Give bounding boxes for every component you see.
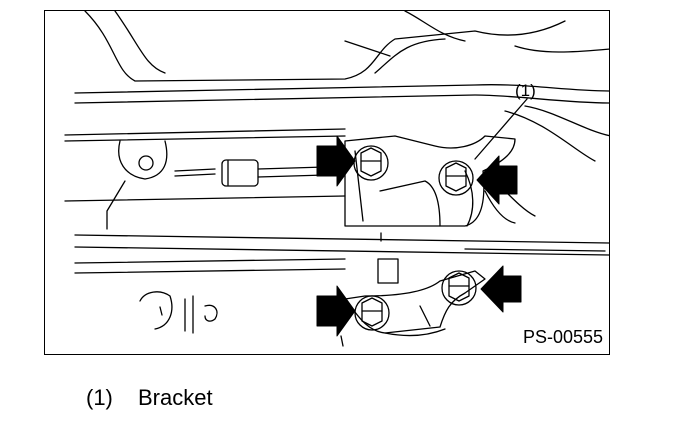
legend-item: (1) Bracket [86, 385, 213, 411]
arrow-upper-right-icon [476, 155, 518, 205]
upper-left-components [64, 128, 346, 230]
arrows [316, 135, 522, 337]
bolt-lower-left [354, 295, 390, 331]
legend-label: Bracket [138, 385, 213, 410]
middle-rail-lines [74, 232, 609, 284]
bolt-upper-right [438, 160, 474, 196]
arrow-upper-left-icon [316, 135, 356, 187]
lower-bracket [344, 270, 486, 337]
bolt-lower-right [441, 270, 477, 306]
diagram-frame: (1) PS-00555 [44, 10, 610, 355]
lower-left-components [139, 291, 344, 347]
arrow-lower-left-icon [316, 285, 356, 337]
figure-code: PS-00555 [522, 327, 603, 347]
bolt-upper-left [353, 145, 389, 181]
callout-label: (1) [515, 81, 536, 100]
legend-number: (1) [86, 385, 113, 410]
callout-leader-line [474, 98, 528, 160]
engine-illustration [64, 11, 609, 347]
upper-panel-lines [74, 11, 609, 162]
arrow-lower-right-icon [480, 265, 522, 313]
